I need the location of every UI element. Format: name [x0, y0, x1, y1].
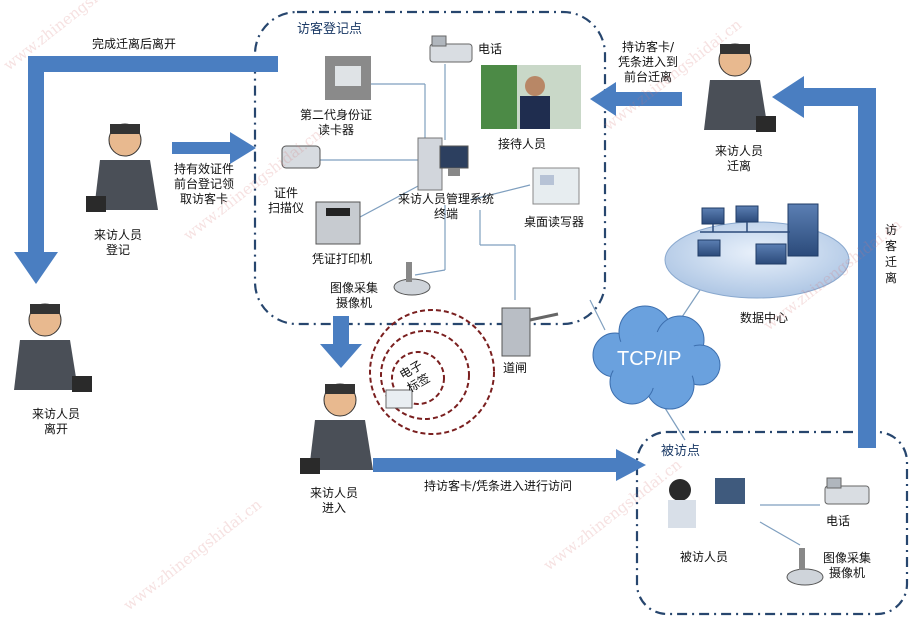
person-enter-icon: [300, 383, 373, 474]
flow-visitor-leave-label: 访客迁离: [884, 223, 897, 285]
gate-icon: [501, 307, 559, 357]
person-leave-icon: [14, 303, 92, 392]
person-leave-label: 来访人员 离开: [32, 407, 81, 436]
visit-zone-border: [635, 430, 909, 616]
visit-zone-title: 被访点: [661, 444, 701, 459]
connection-lines: [318, 64, 820, 546]
desk-reader-icon: [532, 167, 580, 205]
tag-rings: [369, 309, 495, 435]
flow-return-desk-label: 持访客卡/ 凭条进入到 前台迁离: [618, 40, 679, 84]
flow-hold-id-label: 持有效证件 前台登记领 取访客卡: [174, 162, 235, 206]
desk-reader-label: 桌面读写器: [524, 215, 585, 229]
tcpip-cloud: [592, 305, 721, 410]
scanner-label: 证件 扫描仪: [268, 186, 305, 215]
gate-label: 道闸: [503, 361, 528, 375]
registration-zone-border: [253, 10, 607, 326]
terminal-label: 来访人员管理系统 终端: [398, 192, 495, 221]
receptionist-label: 接待人员: [498, 137, 547, 151]
flow-done-leave-label: 完成迁离后离开: [92, 37, 177, 51]
person-register-icon: [86, 123, 158, 212]
visited-person-label: 被访人员: [680, 550, 729, 564]
terminal-icon: [417, 137, 469, 191]
person-relocate-label: 来访人员 迁离: [715, 144, 764, 173]
printer-label: 凭证打印机: [312, 252, 373, 266]
registration-zone-title: 访客登记点: [297, 22, 363, 37]
phone-top-icon: [429, 35, 473, 63]
phone-top-label: 电话: [478, 42, 503, 56]
person-relocate-icon: [704, 43, 776, 132]
phone-bottom-icon: [824, 477, 870, 505]
flow-arrows: [14, 56, 876, 481]
person-register-label: 来访人员 登记: [94, 228, 143, 257]
person-enter-label: 来访人员 进入: [310, 486, 359, 515]
id-reader-label: 第二代身份证 读卡器: [300, 108, 373, 137]
camera-bottom-icon: [786, 548, 824, 586]
id-reader-icon: [325, 56, 371, 100]
tag-card-icon: [385, 389, 413, 409]
receptionist-photo: [481, 65, 581, 129]
scanner-icon: [281, 145, 321, 169]
camera-top-icon: [393, 262, 431, 296]
phone-bottom-label: 电话: [826, 514, 851, 528]
visited-person-icon: [668, 478, 745, 528]
datacenter-network: [664, 203, 850, 299]
tcpip-label: TCP/IP: [617, 348, 682, 370]
printer-icon: [315, 201, 361, 245]
camera-bottom-label: 图像采集 摄像机: [823, 551, 872, 580]
flow-visit-label: 持访客卡/凭条进入进行访问: [424, 479, 573, 493]
datacenter-label: 数据中心: [740, 311, 789, 325]
camera-top-label: 图像采集 摄像机: [330, 281, 379, 310]
